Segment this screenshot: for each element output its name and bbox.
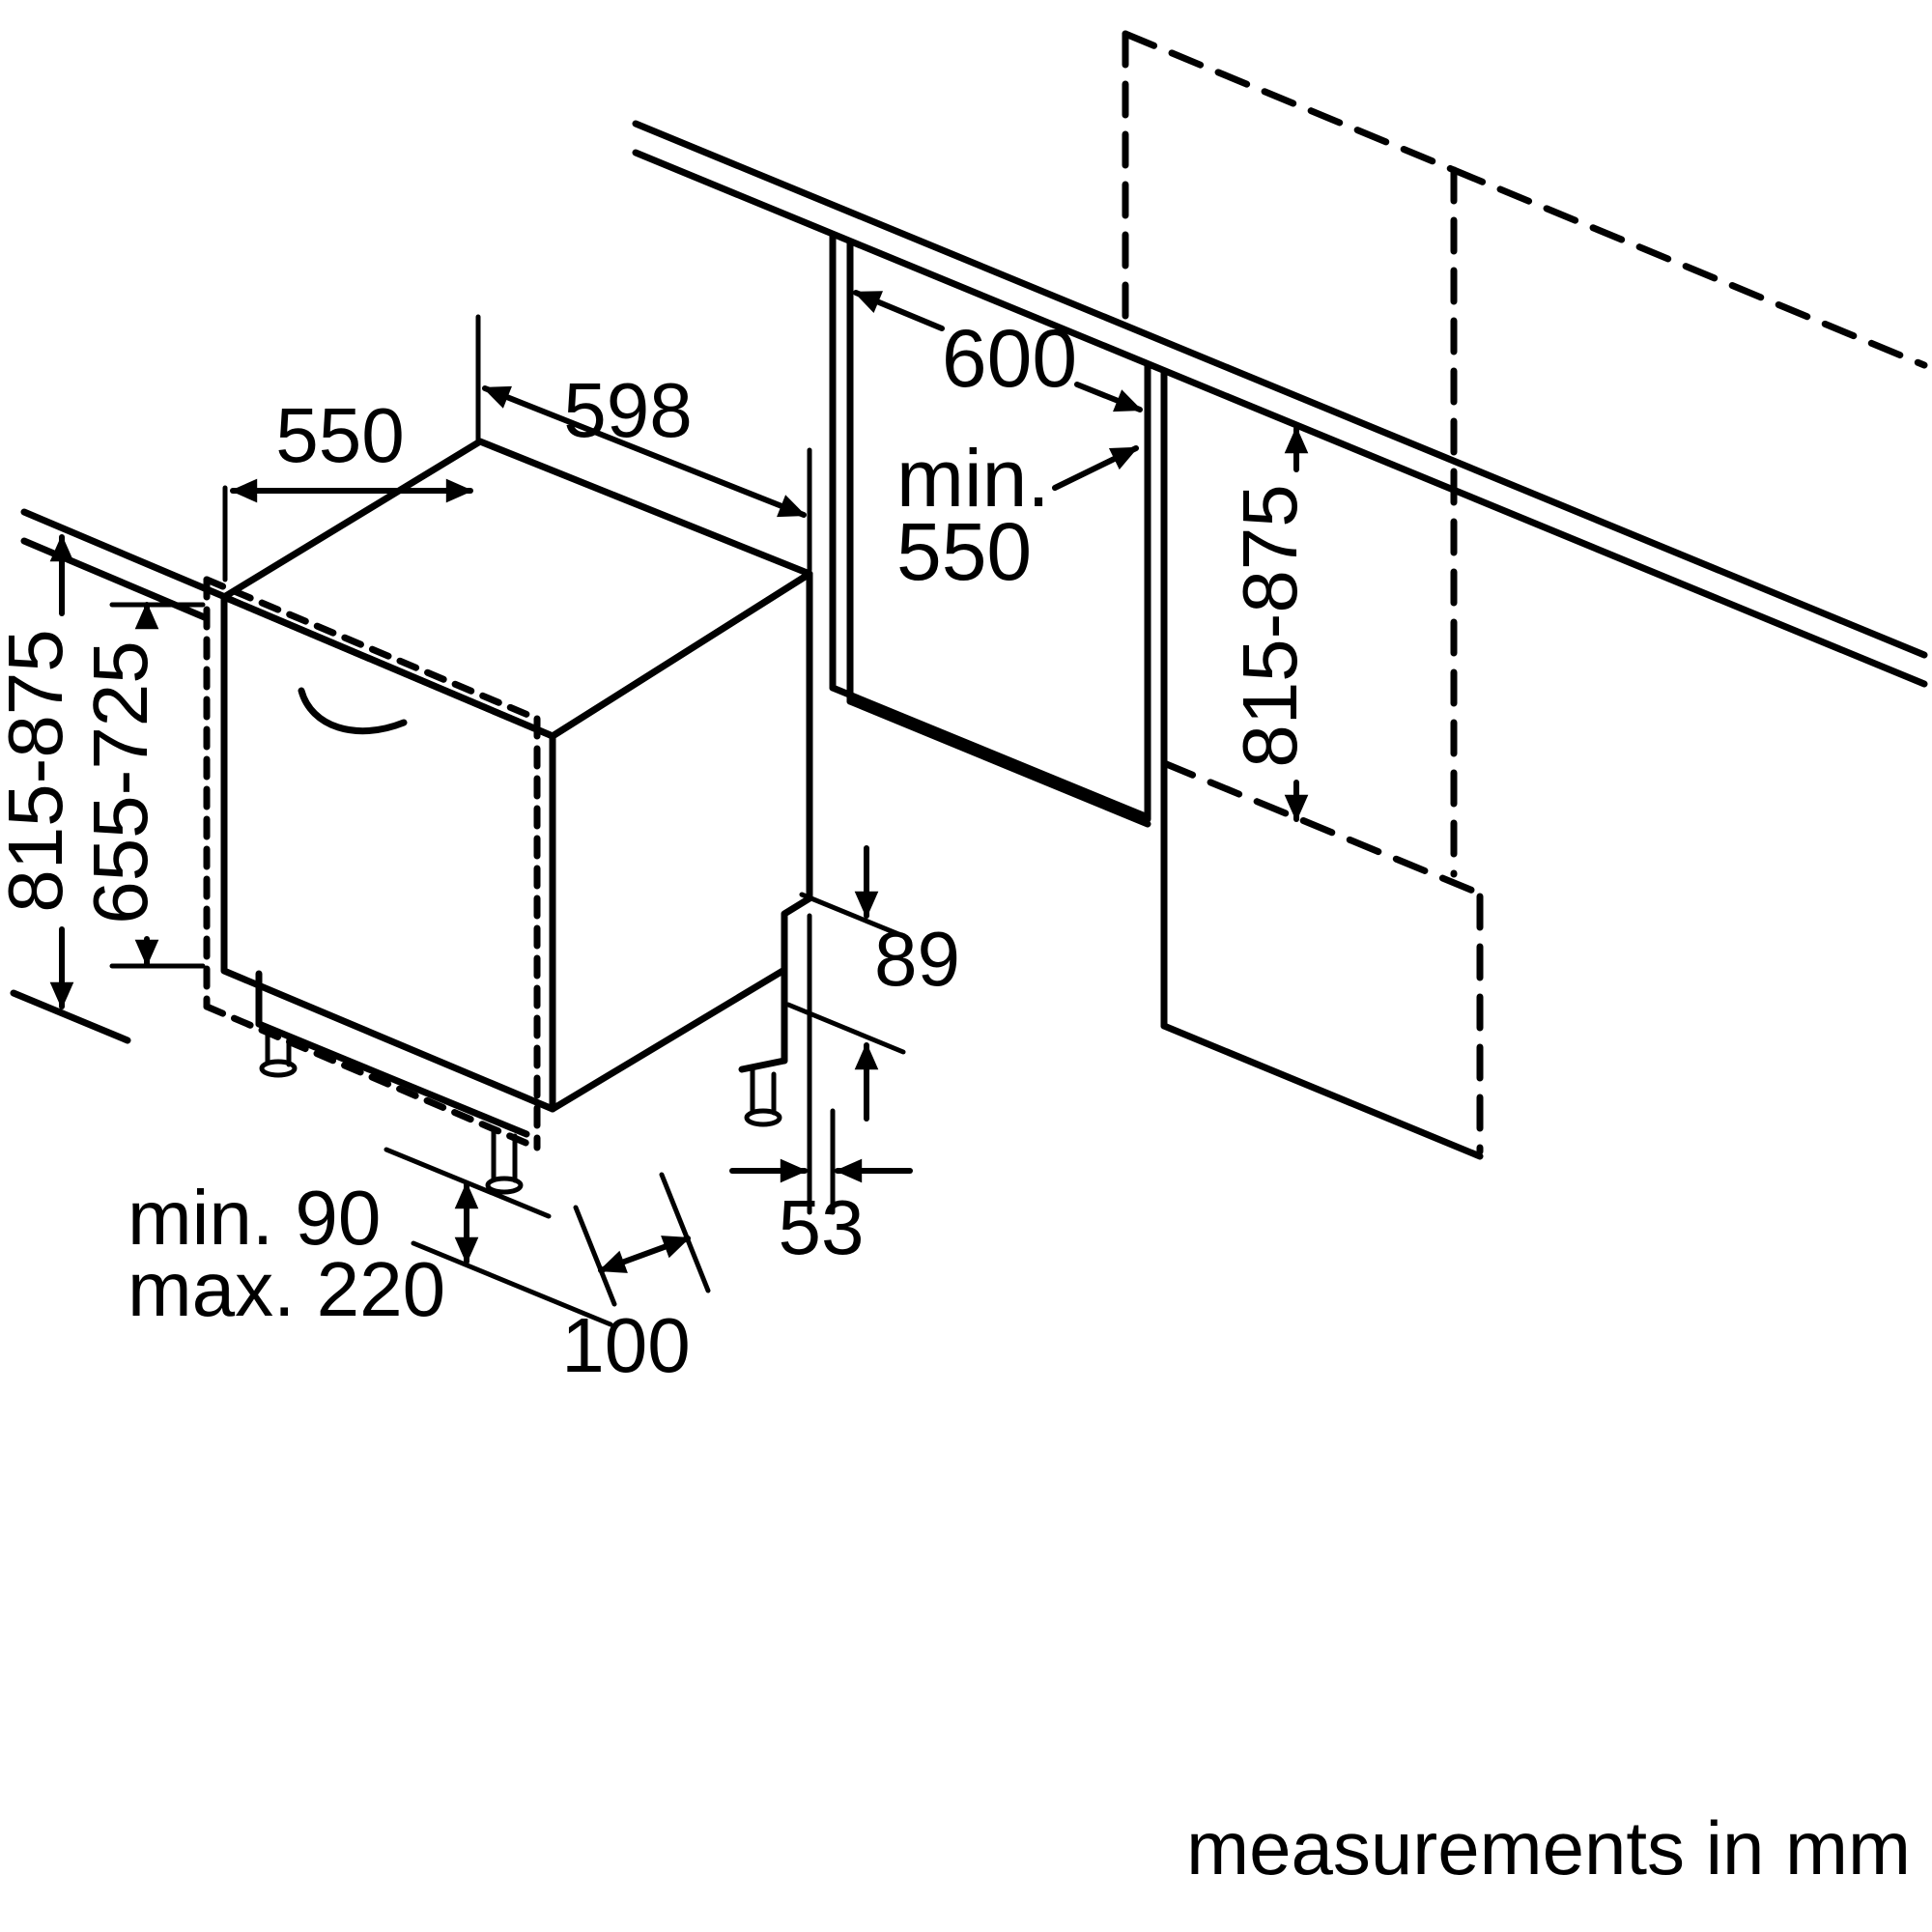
label-top-depth: 550 (275, 392, 404, 478)
door-handle-recess (298, 687, 408, 735)
label-clearance-max: max. 220 (128, 1246, 445, 1332)
dimension-min-550 (1052, 445, 1139, 491)
foot-rear-right (744, 1066, 782, 1127)
label-base-depth: 100 (561, 1302, 690, 1388)
dimension-598 (482, 385, 812, 573)
label-top-width: 598 (563, 367, 692, 453)
label-clearance-min: min. 90 (128, 1175, 381, 1261)
label-niche-depth: 600 (942, 313, 1077, 404)
dimension-655-725 (109, 602, 206, 969)
dimension-plinth-clearance (384, 1147, 613, 1327)
dishwasher-top-face (220, 438, 813, 740)
furniture-door-panel-dashed (203, 576, 541, 1151)
cabinet-niche-dashed-outline (1122, 30, 1928, 1155)
label-niche-min-value: 550 (896, 506, 1032, 597)
dimension-100 (573, 1172, 711, 1307)
adjustable-feet (259, 1027, 782, 1195)
label-rear-gap: 53 (779, 1184, 865, 1270)
dishwasher-body (220, 438, 813, 1138)
dimension-labels: 550 598 600 min. 550 815-875 655-725 815… (0, 313, 1911, 1890)
label-measurements-unit: measurements in mm (1186, 1805, 1911, 1890)
foot-front-right (485, 1125, 524, 1195)
label-plinth-height: 89 (874, 916, 960, 1002)
label-door-height: 655-725 (77, 640, 163, 924)
label-niche-min: min. (896, 433, 1050, 524)
label-niche-height: 815-875 (1227, 484, 1313, 768)
dimension-600 (853, 290, 1143, 412)
dishwasher-side-face (549, 570, 813, 1113)
label-left-height: 815-875 (0, 629, 78, 913)
dimension-53 (729, 913, 913, 1215)
foot-front-left (259, 1027, 298, 1078)
dimension-550 (222, 314, 481, 582)
niche-side-panel (829, 232, 1484, 1160)
